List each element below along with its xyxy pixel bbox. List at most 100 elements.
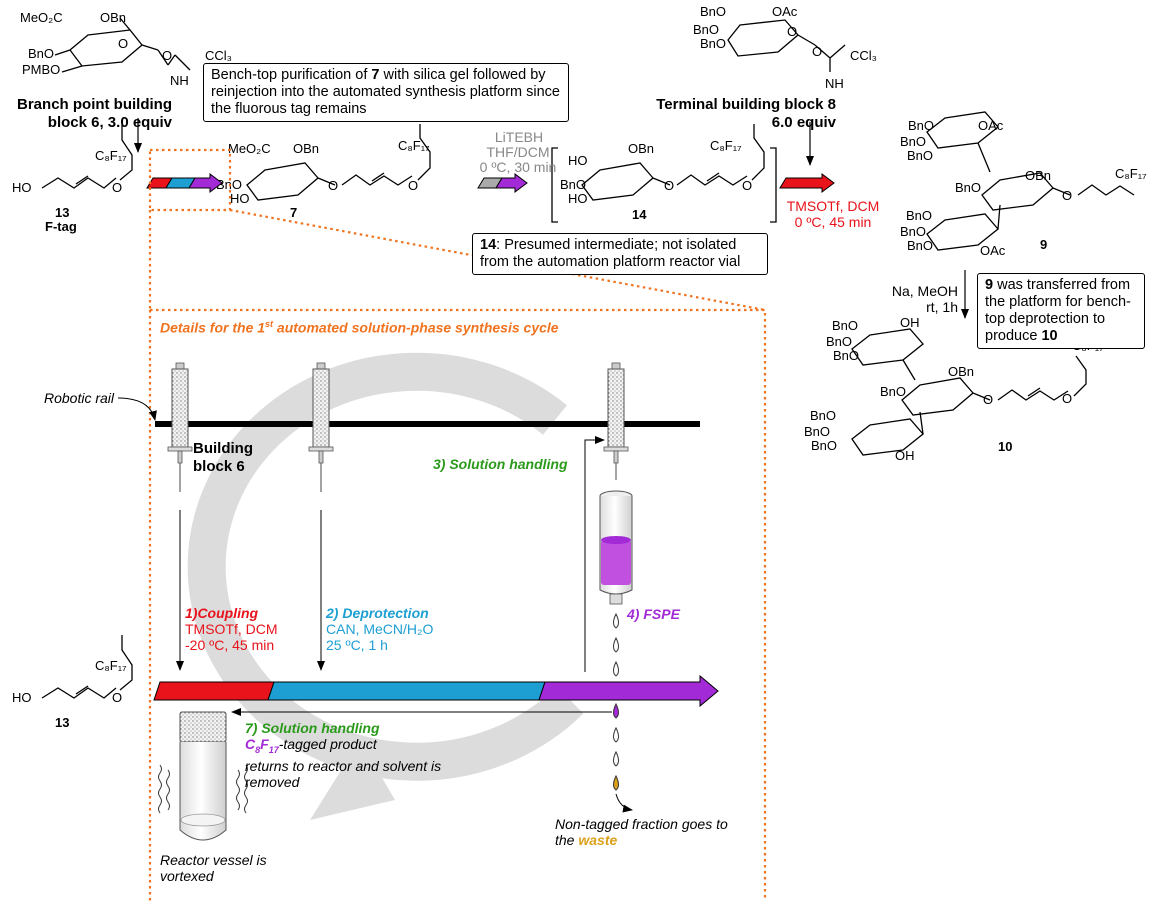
tmsotf-conditions: TMSOTf, DCM 0 ºC, 45 min (778, 198, 888, 230)
compound-13-bottom-structure (41, 635, 133, 699)
compound-9-bno6: BnO (900, 224, 926, 239)
step7-block: 7) Solution handling C8F17-tagged produc… (245, 720, 441, 790)
compound-7-structure (246, 124, 431, 201)
compound-13-top-o: O (112, 180, 122, 195)
tmsotf-line1: TMSOTf, DCM (786, 198, 880, 214)
mol8-bno1: BnO (700, 4, 726, 19)
terminal-label: Terminal building block 8 6.0 equiv (646, 96, 836, 132)
step2-block: 2) Deprotection CAN, MeCN/H₂O 25 ºC, 1 h (326, 605, 433, 653)
step1-line1: TMSOTf, DCM (185, 621, 278, 637)
litebh-conditions-2: THF/DCM 0 ºC, 30 min (468, 145, 568, 175)
litebh-arrow (477, 173, 528, 193)
waste-line2: the waste (555, 832, 728, 848)
compound-13-top-number: 13 (55, 205, 70, 220)
mol6-obn: OBn (100, 10, 126, 25)
compound-9-oac1: OAc (978, 118, 1004, 133)
compound-9-bno3: BnO (907, 148, 933, 163)
compound-9-structure (926, 111, 1135, 251)
branch-point-label: Branch point building block 6, 3.0 equiv (12, 96, 172, 132)
small-process-arrow (146, 173, 223, 193)
building-block-6-line2: block 6 (193, 458, 245, 475)
compound-14-ho2: HO (568, 191, 588, 206)
transfer-note: 9 was transferred from the platform for … (977, 273, 1145, 349)
compound-10-bno2: BnO (826, 334, 852, 349)
compound-13-bottom-o: O (112, 690, 122, 705)
compound-9-bno1: BnO (908, 118, 934, 133)
mol6-pmbo: PMBO (22, 62, 60, 77)
compound-14-o: O (664, 178, 674, 193)
transfer-note-text: was transferred from the platform for be… (985, 277, 1131, 344)
compound-10-o: O (983, 392, 993, 407)
step7-line3: removed (245, 773, 300, 790)
robotic-rail-pointer (117, 397, 157, 421)
compound-9-o: O (1062, 188, 1072, 203)
waste-line1: Non-tagged fraction goes to (555, 816, 728, 832)
building-block-6-line1: Building (193, 440, 253, 457)
compound-9-number: 9 (1040, 237, 1048, 252)
step2-line2: 25 ºC, 1 h (326, 637, 388, 653)
waste-line2-pre: the (555, 832, 579, 848)
compound-14-obn: OBn (628, 141, 654, 156)
waste-pointer (615, 793, 633, 813)
syringe-2 (308, 362, 334, 492)
compound-9-oac2: OAc (980, 243, 1006, 258)
terminal-building-block-8-structure (727, 19, 846, 72)
mol8-nh: NH (825, 76, 844, 91)
panel-title-sup: st (265, 319, 274, 329)
compound-13-top-c8f17: C₈F₁₇ (95, 148, 127, 163)
mol6-o: O (118, 36, 128, 51)
compound-10-structure (851, 328, 1087, 456)
branch-point-label-line1: Branch point building (17, 96, 172, 113)
compound-13-bottom-ho: HO (12, 690, 32, 705)
compound-7-meo2c: MeO₂C (228, 141, 271, 156)
mol8-o2: O (812, 44, 822, 59)
step7-tag: C8F17 (245, 736, 279, 755)
step7-line1-post: -tagged product (278, 736, 377, 752)
waste-droplets (613, 702, 619, 791)
compound-9-c8f17: C₈F₁₇ (1115, 166, 1147, 181)
step1-line2: -20 ºC, 45 min (185, 637, 275, 653)
compound-10-bno1: BnO (832, 318, 858, 333)
fspe-droplets (613, 612, 619, 677)
compound-10-bno3: BnO (833, 348, 859, 363)
compound-14-number: 14 (632, 207, 647, 222)
compound-10-oh2: OH (895, 448, 915, 463)
reactor-line1: Reactor vessel is (160, 852, 267, 868)
compound-14-o2: O (742, 178, 752, 193)
mol6-ccl3: CCl₃ (205, 48, 232, 63)
step3-label: 3) Solution handling (433, 456, 568, 472)
transfer-note-num: 9 (985, 277, 994, 293)
compound-13-top-ho: HO (12, 180, 32, 195)
na-meoh-line2: rt, 1h (926, 299, 958, 315)
building-block-6-label: Building block 6 (193, 440, 253, 476)
compound-9-bno7: BnO (907, 238, 933, 253)
branch-building-block-6-structure (54, 17, 191, 73)
step7-line1: C8F17-tagged product (245, 736, 441, 758)
reactor-vessel (179, 711, 227, 841)
waste-label: Non-tagged fraction goes to the waste (555, 816, 728, 848)
terminal-label-line2: 6.0 equiv (771, 114, 836, 131)
mol6-meo2c: MeO₂C (20, 10, 63, 25)
mol8-oac: OAc (772, 4, 798, 19)
litebh-line3: 0 ºC, 30 min (479, 159, 557, 175)
na-meoh-line1: Na, MeOH (891, 283, 958, 299)
panel-title-pre: Details for the 1 (160, 319, 266, 336)
bench-top-note-num: 7 (371, 67, 380, 83)
panel-title: Details for the 1st automated solution-p… (160, 319, 559, 336)
mol8-ccl3: CCl₃ (850, 48, 877, 63)
compound-7-obn: OBn (293, 141, 319, 156)
litebh-line2: THF/DCM (486, 144, 550, 160)
reactor-vessel-label: Reactor vessel is vortexed (160, 852, 267, 884)
mol8-o: O (787, 24, 797, 39)
transfer-note-num2: 10 (1041, 328, 1058, 344)
robotic-rail (155, 421, 700, 427)
fspe-cartridge (599, 490, 633, 605)
compound-13-bottom-number: 13 (55, 715, 70, 730)
mol8-bno3: BnO (700, 36, 726, 51)
litebh-conditions: LiTEBH (484, 130, 554, 145)
na-meoh-conditions: Na, MeOH rt, 1h (880, 283, 958, 315)
bench-top-note: Bench-top purification of 7 with silica … (203, 63, 569, 122)
compound-9-bno2: BnO (900, 134, 926, 149)
waste-word: waste (578, 832, 618, 848)
